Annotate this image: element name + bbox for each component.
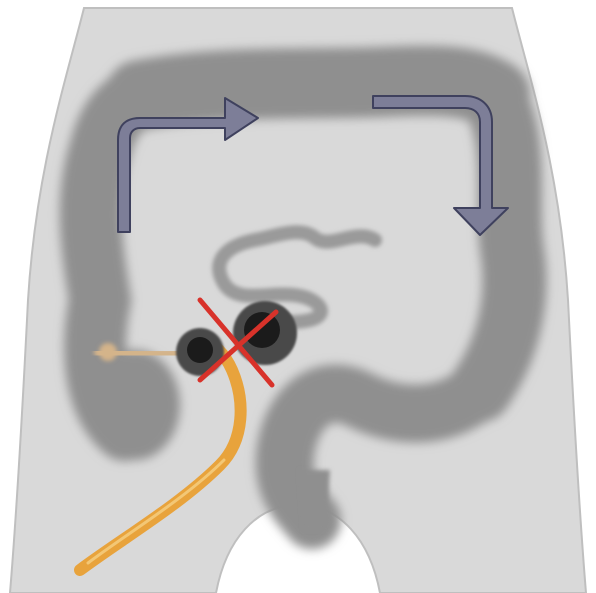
- stoma-right: [233, 301, 297, 365]
- rectum: [300, 470, 330, 530]
- stoma-left: [176, 328, 224, 376]
- faded-tube-tip: [99, 343, 117, 361]
